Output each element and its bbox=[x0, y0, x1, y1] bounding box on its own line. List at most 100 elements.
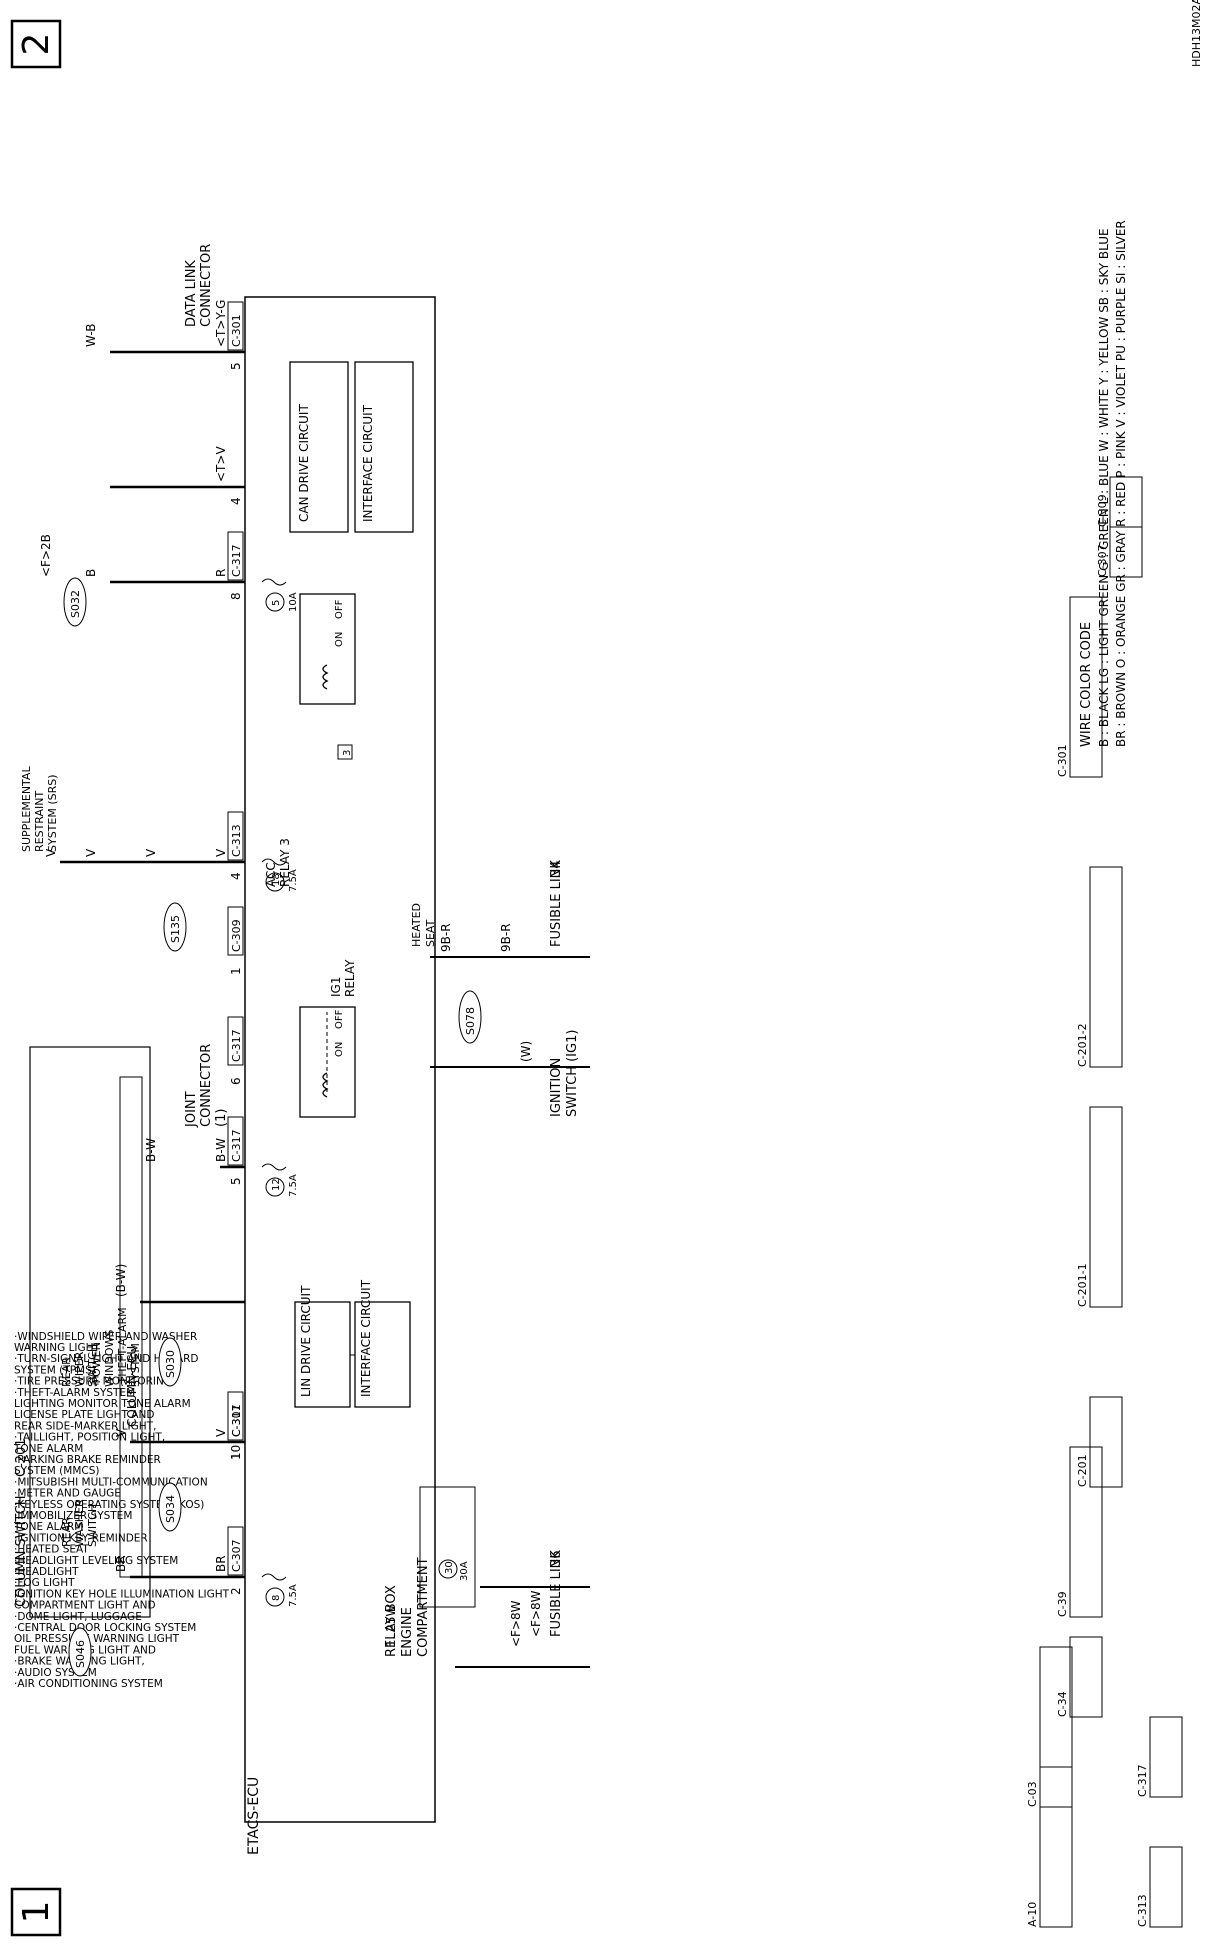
lin-drive-circuit: LIN DRIVE CIRCUIT bbox=[299, 1285, 313, 1397]
ecu-function-item: ·IMMOBILIZER SYSTEM bbox=[14, 1510, 132, 1522]
connector-label: C-307 bbox=[1096, 544, 1109, 577]
fuse30-num: 30 bbox=[444, 1561, 455, 1574]
color-code-line1: B : BLACK LG : LIGHT GREEN G : GREEN L :… bbox=[1097, 228, 1111, 747]
connector-label: C-201 bbox=[1076, 1454, 1089, 1487]
fuse-amp: 7.5A bbox=[288, 1174, 299, 1197]
wire-br1: BR bbox=[214, 1555, 228, 1572]
page-number-right: 2 bbox=[16, 33, 57, 56]
ecu-function-item: ·MITSUBISHI MULTI-COMMUNICATION bbox=[14, 1476, 208, 1488]
acc-on-label: ON bbox=[334, 632, 345, 647]
ecu-function-item: ·TIRE PRESSURE MONITORING bbox=[14, 1376, 172, 1388]
ecu-function-item: ·PARKING BRAKE REMINDER bbox=[14, 1454, 161, 1466]
wire-f2b-c: <F>2B bbox=[39, 534, 53, 577]
wire-r: R bbox=[214, 569, 228, 577]
wire-tv: <T>V bbox=[214, 446, 228, 482]
rear-washer-2: WASHER bbox=[73, 1499, 86, 1547]
ecu-function-item: ·IGNITION KEY REMINDER bbox=[14, 1532, 148, 1544]
ecu-function-item: LIGHTING MONITOR TONE ALARM bbox=[14, 1398, 191, 1410]
wire-9br-a: 9B-R bbox=[439, 923, 453, 952]
wire-tyg: <T>Y-G bbox=[214, 300, 228, 347]
power-windows-2: WINDOWS bbox=[103, 1330, 116, 1387]
wire-b-bottom: B bbox=[84, 569, 98, 577]
ecu-pin-number: 10 bbox=[229, 1445, 243, 1460]
ecu-pin-number: 5 bbox=[229, 1177, 243, 1185]
srs-3: SYSTEM (SRS) bbox=[46, 774, 59, 852]
rear-wiper-1: REAR bbox=[60, 1357, 73, 1387]
ecu-function-item: SYSTEM (TPMS) bbox=[14, 1364, 96, 1376]
rear-wiper-3: SWITCH bbox=[86, 1344, 99, 1387]
ecu-function-item: ·KEYLESS OPERATING SYSTEM (KOS) bbox=[14, 1499, 204, 1511]
joint-connector-2: CONNECTOR bbox=[199, 1044, 214, 1127]
color-code-title: WIRE COLOR CODE bbox=[1079, 622, 1094, 747]
column-switch-label: COLUMN SWITCH bbox=[14, 1496, 29, 1607]
fusible-link-36: FUSIBLE LINK bbox=[549, 1550, 564, 1637]
ig1-relay-label-2: RELAY bbox=[343, 959, 357, 997]
splice-s078: S078 bbox=[464, 1007, 477, 1035]
power-windows-3: ·THEFT-ALARM bbox=[116, 1307, 129, 1387]
power-windows-4: SYSTEM bbox=[129, 1343, 142, 1387]
fuse30-amp: 30A bbox=[459, 1561, 470, 1581]
ignition-switch-label: IGNITION bbox=[549, 1058, 564, 1117]
splice-s135: S135 bbox=[169, 915, 182, 943]
ecu-function-item: LICENSE PLATE LIGHT AND bbox=[14, 1409, 154, 1421]
connector-label: A-10 bbox=[1026, 1902, 1039, 1927]
wire-va: V bbox=[214, 848, 228, 857]
ecu-function-item: WARNING LIGHT bbox=[14, 1342, 101, 1354]
wire-bw2: B-W bbox=[144, 1138, 158, 1162]
color-code-line2: BR : BROWN O : ORANGE GR : GRAY R : RED … bbox=[1114, 220, 1128, 747]
etacs-ecu-box bbox=[244, 296, 436, 1823]
acc-relay-label: ACC bbox=[264, 862, 278, 887]
ecu-pin-connector: C-309 bbox=[230, 919, 243, 952]
wire-bw1: B-W bbox=[214, 1138, 228, 1162]
connector-label: C-03 bbox=[1026, 1781, 1039, 1807]
splice-s032: S032 bbox=[69, 590, 82, 618]
ecu-pin-connector: C-313 bbox=[230, 824, 243, 857]
connector-label: C-201-2 bbox=[1076, 1023, 1089, 1067]
ecu-function-item: SYSTEM (MMCS) bbox=[14, 1465, 100, 1477]
figure-code: HDH13M02AC bbox=[1190, 0, 1203, 67]
relay-box-label: RELAY BOX bbox=[384, 1585, 399, 1657]
fl36-num: 36 bbox=[549, 1550, 564, 1567]
ecu-pin-connector: C-307 bbox=[230, 1539, 243, 1572]
column-ecu-label: COLUMN-ECU bbox=[125, 1346, 139, 1427]
data-link-1: DATA LINK bbox=[184, 260, 199, 327]
ecu-function-item: ·FOG LIGHT bbox=[14, 1577, 75, 1589]
wire-125w: 1. 25W bbox=[384, 1604, 398, 1647]
connector-label: C-313 bbox=[1136, 1894, 1149, 1927]
fuse-amp: 10A bbox=[288, 592, 299, 612]
fuse-number: 18 bbox=[271, 873, 282, 886]
ecu-pin-connector: C-301 bbox=[230, 1404, 243, 1437]
ecu-function-item: IGNITION KEY HOLE ILLUMINATION LIGHT bbox=[14, 1588, 230, 1600]
connector-label: C-301 bbox=[1056, 744, 1069, 777]
connector-label: C-39 bbox=[1056, 1591, 1069, 1617]
srs-2: RESTRAINT bbox=[33, 791, 46, 852]
ecu-pin-number: 1 bbox=[229, 967, 243, 975]
heated-seat-label-2: SEAT bbox=[424, 919, 437, 947]
ecu-pin-connector: C-317 bbox=[230, 1029, 243, 1062]
ecu-pin-number: 4 bbox=[229, 872, 243, 880]
column-switch-code: C-201 bbox=[14, 1438, 29, 1477]
fuse-number: 12 bbox=[271, 1178, 282, 1191]
rear-washer-3: SWITCH bbox=[86, 1504, 99, 1547]
page-number-left: 1 bbox=[16, 1901, 57, 1924]
ecu-function-item: ·AIR CONDITIONING SYSTEM bbox=[14, 1678, 163, 1690]
wire-v2: V bbox=[114, 1428, 128, 1437]
column-switch-box bbox=[29, 1046, 151, 1618]
wire-bw-paren: (B-W) bbox=[114, 1264, 128, 1297]
wire-vc: V bbox=[84, 848, 98, 857]
joint-connector-3: (1) bbox=[214, 1109, 229, 1127]
can-drive-circuit: CAN DRIVE CIRCUIT bbox=[297, 404, 311, 522]
ecu-pin-number: 4 bbox=[229, 497, 243, 505]
heated-seat-label: HEATED bbox=[410, 903, 423, 947]
ecu-pin-labels: 2C-30710C-3171C-3016C-3175C-3171C-3094C-… bbox=[227, 301, 244, 1595]
wire-v1: V bbox=[214, 1428, 228, 1437]
ig1-on-label: ON bbox=[334, 1042, 345, 1057]
ecu-function-item: ·THEFT-ALARM SYSTEM bbox=[14, 1387, 135, 1399]
ecu-function-item: ·WINDSHIELD WIPER AND WASHER bbox=[14, 1331, 197, 1343]
wire-br2: BR bbox=[114, 1555, 128, 1572]
ecu-function-item: ·CENTRAL DOOR LOCKING SYSTEM bbox=[14, 1622, 196, 1634]
ecu-function-item: ·TURN-SIGNAL LIGHT AND HAZARD bbox=[14, 1353, 199, 1365]
